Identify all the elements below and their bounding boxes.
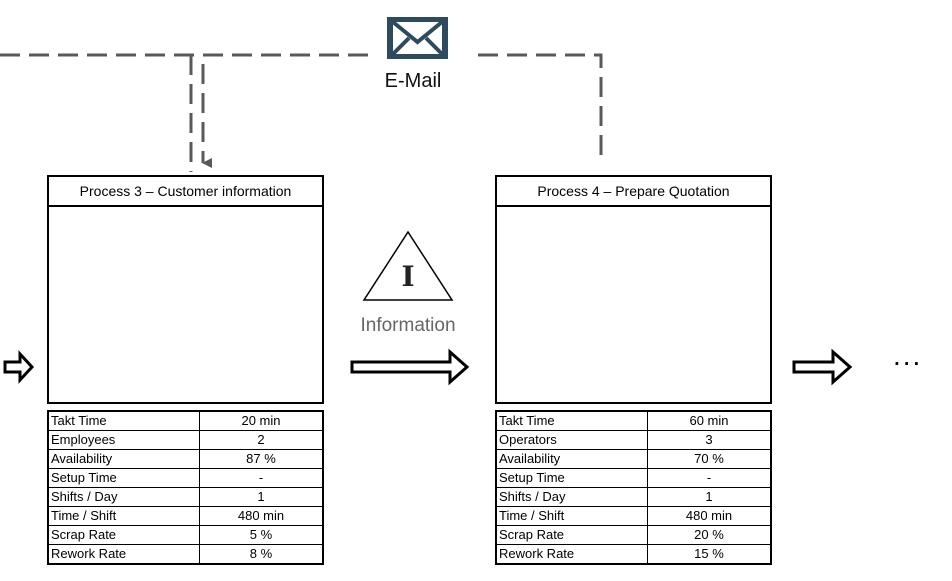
row-value: 1 xyxy=(647,487,772,507)
row-label: Takt Time xyxy=(47,410,200,431)
row-label: Shifts / Day xyxy=(495,487,648,507)
email-label: E-Mail xyxy=(384,70,442,92)
process-3-box xyxy=(47,207,324,404)
row-value: 70 % xyxy=(647,449,772,469)
row-label: Operators xyxy=(495,430,648,450)
process-4-box xyxy=(495,207,772,404)
information-symbol: I xyxy=(401,260,415,293)
row-value: - xyxy=(199,468,324,488)
row-value: 5 % xyxy=(199,525,324,545)
email-flow-lines xyxy=(0,53,603,172)
row-value: 20 % xyxy=(647,525,772,545)
process-4-title: Process 4 – Prepare Quotation xyxy=(495,175,772,207)
row-label: Rework Rate xyxy=(47,544,200,565)
continuation-ellipsis: ... xyxy=(893,340,923,371)
row-label: Takt Time xyxy=(495,410,648,431)
row-value: 2 xyxy=(199,430,324,450)
row-label: Rework Rate xyxy=(495,544,648,565)
push-arrow-right xyxy=(792,348,853,386)
row-value: 480 min xyxy=(647,506,772,526)
row-value: 1 xyxy=(199,487,324,507)
row-value: 20 min xyxy=(199,410,324,431)
row-value: 60 min xyxy=(647,410,772,431)
row-value: 480 min xyxy=(199,506,324,526)
row-label: Setup Time xyxy=(47,468,200,488)
row-label: Time / Shift xyxy=(47,506,200,526)
row-label: Setup Time xyxy=(495,468,648,488)
table-row: Setup Time- xyxy=(47,468,324,488)
table-row: Setup Time- xyxy=(495,468,772,488)
row-label: Scrap Rate xyxy=(47,525,200,545)
row-value: - xyxy=(647,468,772,488)
row-value: 3 xyxy=(647,430,772,450)
process-3-title: Process 3 – Customer information xyxy=(47,175,324,207)
row-label: Time / Shift xyxy=(495,506,648,526)
row-label: Shifts / Day xyxy=(47,487,200,507)
information-triangle-icon xyxy=(362,230,454,301)
row-value: 87 % xyxy=(199,449,324,469)
push-arrow-left xyxy=(3,350,35,384)
row-label: Employees xyxy=(47,430,200,450)
row-label: Availability xyxy=(495,449,648,469)
row-label: Availability xyxy=(47,449,200,469)
push-arrow-middle xyxy=(350,348,470,386)
email-line-right xyxy=(478,53,603,162)
envelope-icon xyxy=(387,17,448,59)
row-label: Scrap Rate xyxy=(495,525,648,545)
information-label: Information xyxy=(360,315,456,336)
row-value: 15 % xyxy=(647,544,772,565)
row-value: 8 % xyxy=(199,544,324,565)
